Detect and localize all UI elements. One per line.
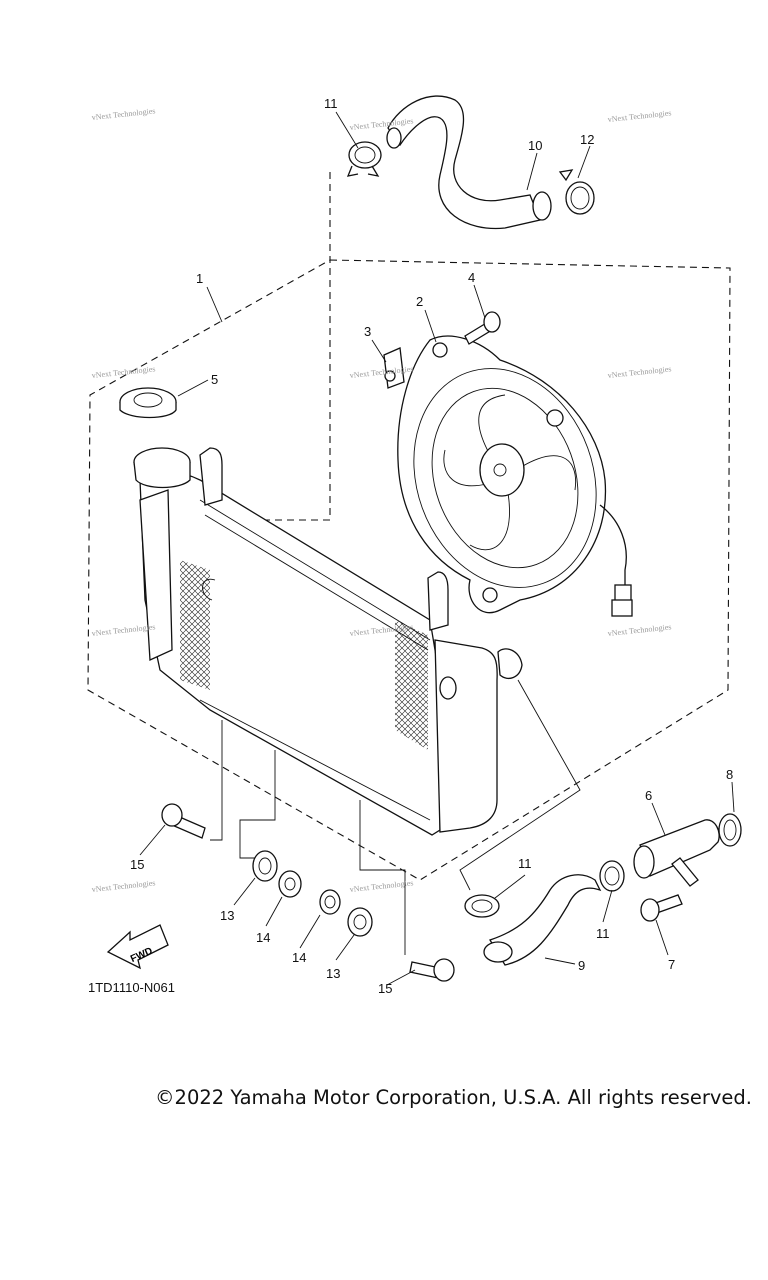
radiator-cap xyxy=(119,387,177,419)
label-part-12: 12 xyxy=(580,132,594,147)
assembly-boundary xyxy=(87,259,731,881)
label-part-10: 10 xyxy=(528,138,542,153)
label-part-7: 7 xyxy=(668,957,675,972)
label-part-13-right: 13 xyxy=(326,966,340,981)
watermark: vNext Technologies xyxy=(349,878,414,894)
fan-collar xyxy=(383,347,405,389)
label-part-13-left: 13 xyxy=(220,908,234,923)
watermark: vNext Technologies xyxy=(91,364,156,380)
fan-bolt xyxy=(464,311,501,345)
watermark: vNext Technologies xyxy=(91,622,156,638)
pipe-bolt xyxy=(640,894,683,922)
label-part-1: 1 xyxy=(196,271,203,286)
label-part-11-top: 11 xyxy=(324,96,338,111)
damper-right xyxy=(347,907,373,937)
o-ring xyxy=(718,813,742,847)
label-part-2: 2 xyxy=(416,294,423,309)
label-part-5: 5 xyxy=(211,372,218,387)
mount-bolt-right xyxy=(409,958,455,982)
upper-hose xyxy=(386,95,552,230)
label-part-6: 6 xyxy=(645,788,652,803)
label-part-15-left: 15 xyxy=(130,857,144,872)
label-part-8: 8 xyxy=(726,767,733,782)
watermark: vNext Technologies xyxy=(91,878,156,894)
hose-clamp-12 xyxy=(558,169,595,215)
label-part-14-right: 14 xyxy=(292,950,306,965)
hose-clamp-lower-right xyxy=(599,860,625,892)
label-part-11-right: 11 xyxy=(596,926,610,941)
watermark: vNext Technologies xyxy=(91,106,156,122)
outlet-pipe xyxy=(633,819,720,887)
collar-left xyxy=(278,870,302,898)
label-part-3: 3 xyxy=(364,324,371,339)
collar-right xyxy=(319,889,341,915)
mount-bolt-left xyxy=(161,803,206,839)
fwd-arrow-icon: FWD xyxy=(106,924,169,970)
watermark: vNext Technologies xyxy=(607,108,672,124)
hose-clamp-top xyxy=(346,141,382,177)
label-part-11-mid: 11 xyxy=(518,856,532,871)
label-part-9: 9 xyxy=(578,958,585,973)
watermark: vNext Technologies xyxy=(607,364,672,380)
figure-code: 1TD1110-N061 xyxy=(88,980,175,995)
lower-hose xyxy=(483,874,602,966)
cooling-fan-assembly xyxy=(397,335,633,617)
watermark: vNext Technologies xyxy=(607,622,672,638)
hose-clamp-lower-left xyxy=(464,894,500,918)
copyright-notice: ©2022 Yamaha Motor Corporation, U.S.A. A… xyxy=(155,1086,752,1109)
label-part-4: 4 xyxy=(468,270,475,285)
label-part-15-right: 15 xyxy=(378,981,392,996)
label-part-14-left: 14 xyxy=(256,930,270,945)
radiator-core xyxy=(133,447,523,836)
damper-left xyxy=(252,850,278,882)
